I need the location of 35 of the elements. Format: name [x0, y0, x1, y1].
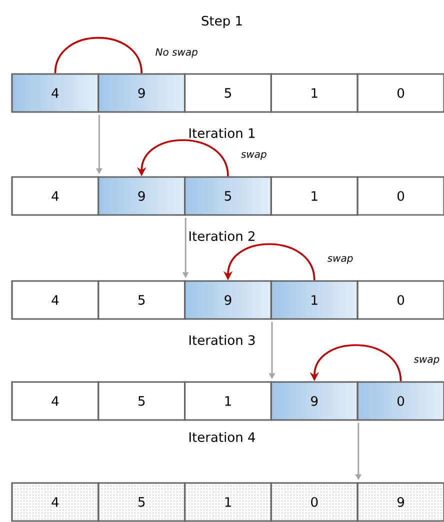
array-cell: 5 — [98, 280, 186, 320]
array-cell: 4 — [11, 381, 100, 421]
array-cell: 9 — [98, 176, 186, 216]
array-cell: 5 — [184, 73, 272, 113]
array-cell: 1 — [270, 176, 358, 216]
array-cell: 0 — [356, 280, 444, 320]
edge-label: swap — [327, 256, 353, 264]
array-cell: 5 — [184, 176, 272, 216]
array-cell: 1 — [184, 482, 272, 522]
array-cell: 0 — [356, 176, 444, 216]
array-cell: 4 — [11, 482, 100, 522]
array-cell: 5 — [98, 381, 186, 421]
step-label: Iteration 3 — [190, 334, 255, 346]
step-label: Iteration 1 — [190, 128, 255, 138]
array-cell: 9 — [270, 381, 358, 421]
array-cell: 0 — [270, 482, 358, 522]
array-cell: 4 — [11, 176, 100, 216]
edge-label: No swap — [156, 48, 198, 58]
array-cell: 1 — [270, 73, 358, 113]
array-cell: 4 — [11, 73, 100, 113]
array-cell: 1 — [270, 280, 358, 320]
array-cell: 9 — [184, 280, 272, 320]
edge-label: swap — [414, 357, 440, 365]
array-cell: 9 — [356, 482, 444, 522]
array-cell: 9 — [98, 73, 186, 113]
arc-line — [54, 36, 142, 74]
edge-label: swap — [241, 152, 266, 160]
step-label: Iteration 2 — [190, 230, 254, 242]
array-cell: 5 — [98, 482, 186, 522]
step-label: Step 1 — [202, 16, 242, 28]
step-label: Iteration 4 — [190, 432, 256, 442]
array-cell: 0 — [356, 73, 444, 113]
array-cell: 4 — [11, 280, 100, 320]
array-cell: 1 — [184, 381, 272, 421]
array-cell: 0 — [356, 381, 444, 421]
